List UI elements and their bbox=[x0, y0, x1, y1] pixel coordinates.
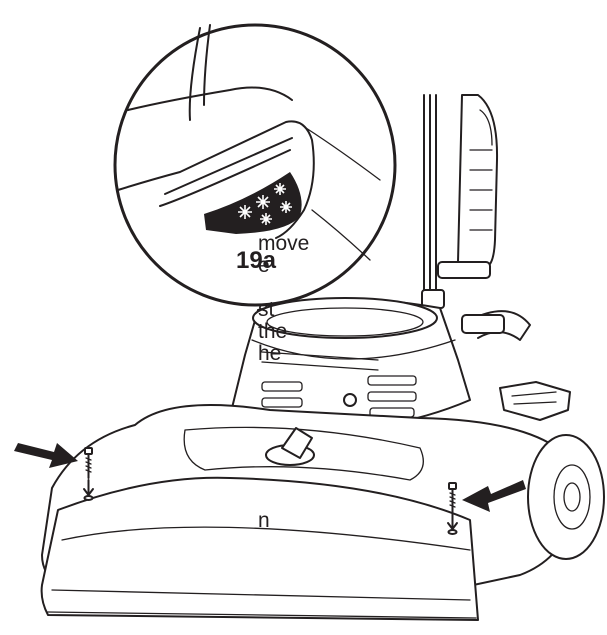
housing-vents bbox=[261, 375, 417, 418]
motor-housing bbox=[231, 297, 531, 431]
floor-nozzle bbox=[40, 404, 573, 621]
screw-left bbox=[83, 447, 94, 501]
screw-right bbox=[447, 482, 458, 535]
text-fragment-5: he bbox=[258, 342, 282, 365]
handle-tube bbox=[421, 94, 445, 309]
magnified-callout: 19a bbox=[113, 23, 397, 307]
left-arrow bbox=[14, 443, 78, 468]
right-arrow bbox=[462, 480, 526, 512]
text-fragment-3: st bbox=[258, 298, 275, 321]
text-fragment-6: n bbox=[258, 509, 270, 532]
rear-wheel bbox=[527, 434, 605, 560]
text-fragment-4: the bbox=[258, 320, 288, 343]
text-fragment-2: e bbox=[258, 254, 270, 277]
foot-pedal bbox=[499, 381, 571, 421]
hose bbox=[437, 94, 499, 279]
sparkle-marks bbox=[238, 183, 292, 225]
text-fragment-1: move bbox=[258, 232, 310, 255]
callout-label: 19a bbox=[236, 247, 277, 274]
